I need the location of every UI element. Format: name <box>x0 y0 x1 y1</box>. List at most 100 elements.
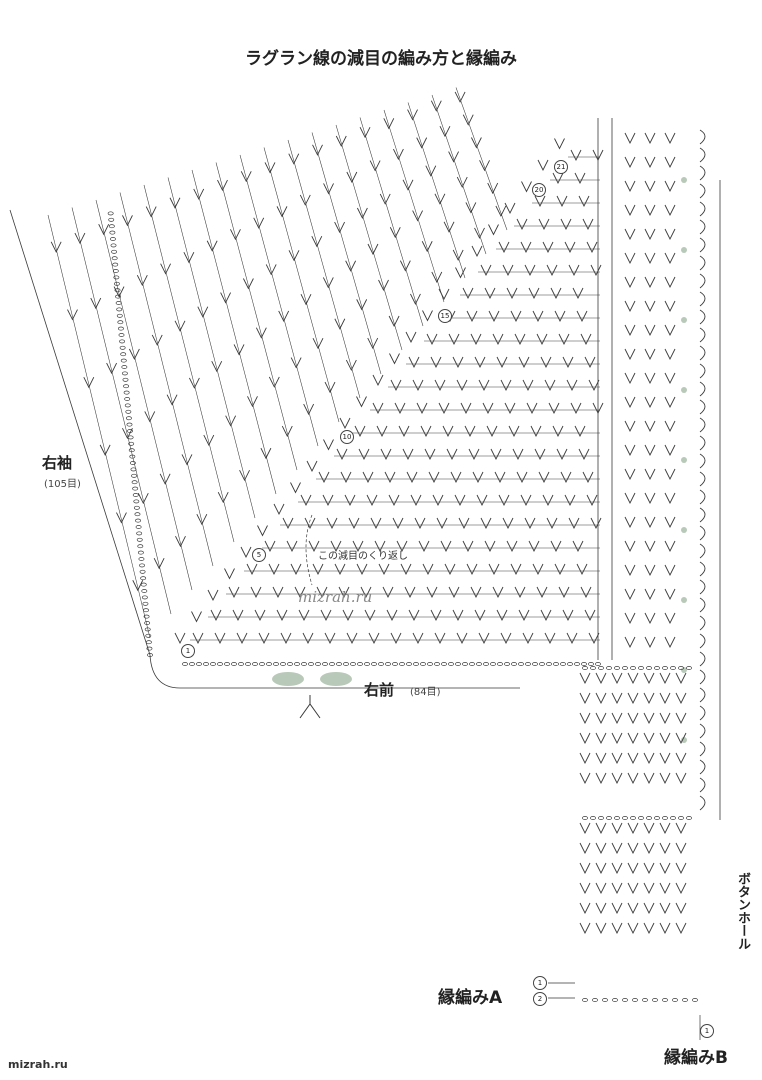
stitch-v <box>480 517 492 530</box>
edging-a-stitch <box>659 882 671 895</box>
edging-a-chain <box>662 816 668 820</box>
stitch-v <box>480 264 492 277</box>
decrease-stitch <box>290 482 301 494</box>
stitch-v <box>356 299 368 311</box>
edging-marker-2: 2 <box>533 992 547 1006</box>
stitch-v <box>122 215 133 227</box>
decrease-stitch <box>306 460 318 473</box>
sleeve-chain <box>145 640 152 645</box>
sleeve-chain <box>123 390 130 395</box>
stitch-v <box>286 540 298 553</box>
stitch-v <box>258 632 270 645</box>
band-stitch <box>624 516 636 529</box>
stitch-v <box>522 632 534 645</box>
band-stitch <box>624 564 636 577</box>
front-label: 右前 <box>364 681 395 699</box>
stitch-v <box>436 517 448 530</box>
stitch-v <box>580 333 592 346</box>
band-stitch <box>664 396 676 409</box>
stitch-v <box>203 434 215 447</box>
edging-b-scallop <box>699 615 706 631</box>
stitch-v <box>484 540 496 553</box>
stitch-v <box>324 381 336 394</box>
foundation-chain <box>210 662 216 666</box>
edging-a-stitch <box>675 772 687 785</box>
sleeve-chain <box>119 345 126 350</box>
stitch-v <box>452 609 464 622</box>
stitch-v <box>568 517 580 530</box>
edging-a-stitch <box>643 692 655 705</box>
buttonhole-dot <box>681 527 687 533</box>
stitch-v <box>466 310 478 323</box>
stitch-v <box>574 425 586 438</box>
decrease-stitch <box>191 611 202 623</box>
edging-a-stitch <box>611 692 623 705</box>
edging-a-stitch <box>627 842 639 855</box>
decrease-stitch <box>471 245 483 258</box>
stitch-v <box>378 279 389 292</box>
band-stitch <box>644 348 656 361</box>
sleeve-chain <box>141 595 148 600</box>
edging-a-chain <box>646 666 652 670</box>
foundation-chain <box>308 662 314 666</box>
edging-a-stitch <box>579 862 591 875</box>
stitch-v <box>488 310 500 323</box>
foundation-chain <box>532 662 538 666</box>
band-stitch <box>624 156 636 169</box>
foundation-chain <box>252 662 258 666</box>
edging-a-stitch <box>579 772 591 785</box>
stitch-v <box>383 118 395 130</box>
stitch-v <box>462 114 474 126</box>
edging-a-chain <box>678 666 684 670</box>
stitch-v <box>346 632 358 645</box>
stitch-v <box>510 563 522 576</box>
stitch-v <box>334 318 346 330</box>
edging-a-stitch <box>595 772 607 785</box>
edging-b-scallop <box>699 507 706 523</box>
stitch-v <box>281 425 293 438</box>
sleeve-chain <box>115 294 122 299</box>
stitch-v <box>380 448 392 461</box>
sleeve-row-line <box>431 94 487 255</box>
stitch-v <box>502 264 514 277</box>
stitch-v <box>302 632 314 645</box>
foundation-chain <box>448 662 454 666</box>
stitch-v <box>434 193 446 205</box>
stitch-v <box>546 517 558 530</box>
foundation-chain <box>336 662 342 666</box>
sleeve-chain <box>115 301 122 305</box>
sleeve-chain <box>111 249 118 254</box>
sleeve-row-line <box>191 169 277 495</box>
stitch-v <box>540 609 552 622</box>
stitch-v <box>276 609 288 622</box>
sleeve-chain <box>145 633 152 638</box>
band-stitch <box>624 324 636 337</box>
stitch-v <box>438 402 450 415</box>
edging-a-stitch <box>659 822 671 835</box>
stitch-v <box>452 356 464 369</box>
decrease-stitch <box>323 439 334 451</box>
stitch-v <box>454 494 466 507</box>
edging-a-stitch <box>611 772 623 785</box>
edging-a-stitch <box>659 902 671 915</box>
stitch-v <box>174 320 186 332</box>
buttonhole-dot <box>681 247 687 253</box>
band-stitch <box>664 420 676 433</box>
edging-a-stitch <box>595 712 607 725</box>
sleeve-chain <box>132 493 139 497</box>
foundation-chain <box>196 662 202 666</box>
stitch-v <box>312 337 324 350</box>
sleeve-chain <box>144 627 151 632</box>
stitch-v <box>408 609 420 622</box>
foundation-chain <box>259 662 265 666</box>
stitch-v <box>318 471 330 484</box>
sleeve-row-line <box>167 177 256 519</box>
sleeve-chain <box>132 486 139 491</box>
foundation-chain <box>427 662 433 666</box>
stitch-v <box>400 563 412 576</box>
foundation-chain <box>574 662 580 666</box>
decrease-stitch <box>504 202 516 215</box>
stitch-v <box>346 171 358 184</box>
stitch-v <box>444 563 456 576</box>
